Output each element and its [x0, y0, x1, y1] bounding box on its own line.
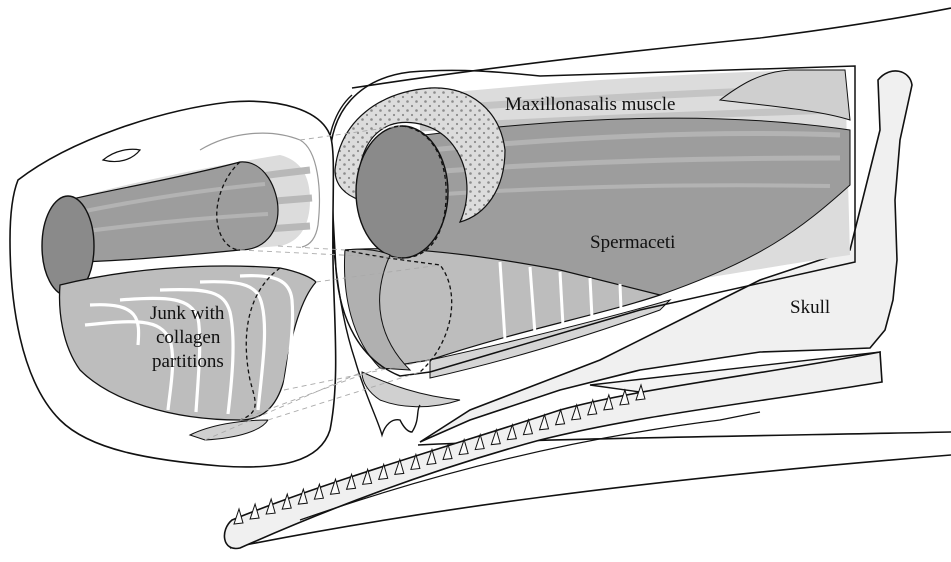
front-section: [10, 101, 336, 467]
label-maxillonasalis-muscle: Maxillonasalis muscle: [505, 94, 675, 115]
label-spermaceti: Spermaceti: [590, 232, 675, 253]
label-skull: Skull: [790, 297, 830, 318]
label-junk-line1: Junk with: [150, 303, 225, 324]
tooth: [234, 509, 243, 524]
label-junk-line2: collagen: [156, 327, 221, 348]
label-junk-line3: partitions: [152, 351, 224, 372]
